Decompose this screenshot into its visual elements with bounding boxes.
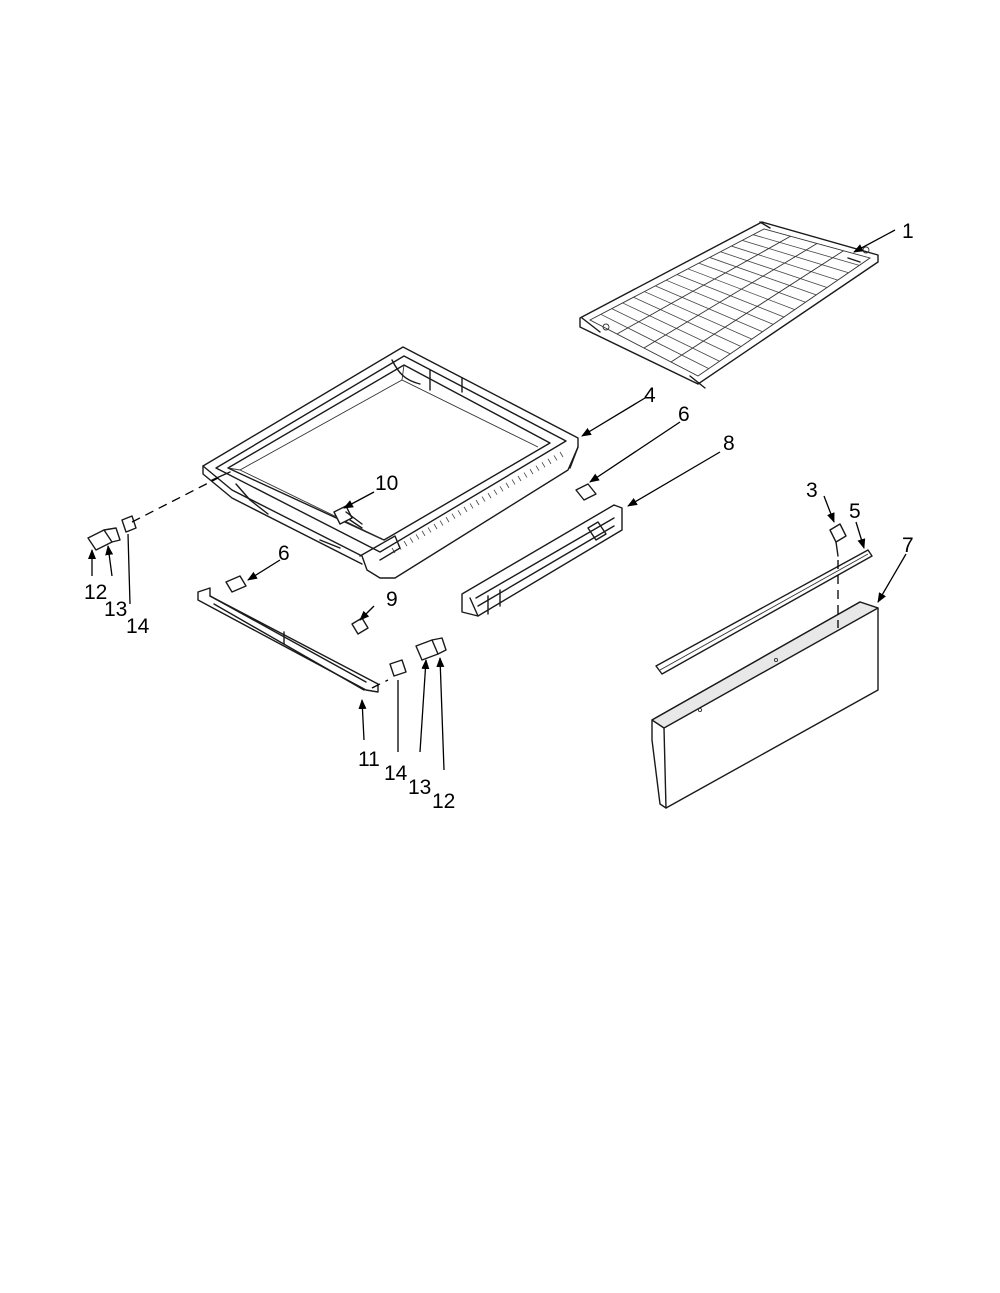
rack-wire-grid	[600, 234, 860, 369]
label-part-5: 5	[849, 500, 861, 523]
label-part-14-left: 14	[126, 615, 150, 638]
drawer-front-panel	[651, 601, 879, 809]
part-10-screw	[333, 505, 363, 529]
label-part-12-right: 12	[432, 790, 455, 813]
leader-lines	[88, 229, 907, 771]
label-part-12-left: 12	[84, 581, 107, 604]
label-part-6-left: 6	[278, 542, 290, 565]
label-part-4: 4	[644, 384, 656, 407]
right-hardware-group	[389, 637, 447, 677]
label-part-7: 7	[902, 534, 914, 557]
label-part-1: 1	[902, 220, 914, 243]
label-part-11: 11	[358, 748, 380, 771]
label-part-9: 9	[386, 588, 398, 611]
label-part-13-right: 13	[408, 776, 431, 799]
label-part-14-right: 14	[384, 762, 408, 785]
label-part-6-top: 6	[678, 403, 690, 426]
label-part-10: 10	[375, 472, 398, 495]
drawer-pan	[202, 346, 579, 579]
label-part-3: 3	[806, 479, 818, 502]
left-hardware-group	[87, 515, 137, 551]
part-9-clip	[351, 617, 369, 635]
label-part-13-left: 13	[104, 598, 127, 621]
wire-rack	[579, 221, 879, 389]
left-slide-rail	[197, 575, 379, 693]
part-3-screw	[829, 523, 847, 557]
right-slide-rail	[461, 483, 623, 617]
label-part-8: 8	[723, 432, 735, 455]
pan-rail-hatch	[391, 451, 564, 554]
trim-strip	[655, 549, 873, 675]
part-labels: 1 4 6 8 10 6 9 3 5 7 12 13 14 11 14 13 1…	[84, 220, 914, 813]
